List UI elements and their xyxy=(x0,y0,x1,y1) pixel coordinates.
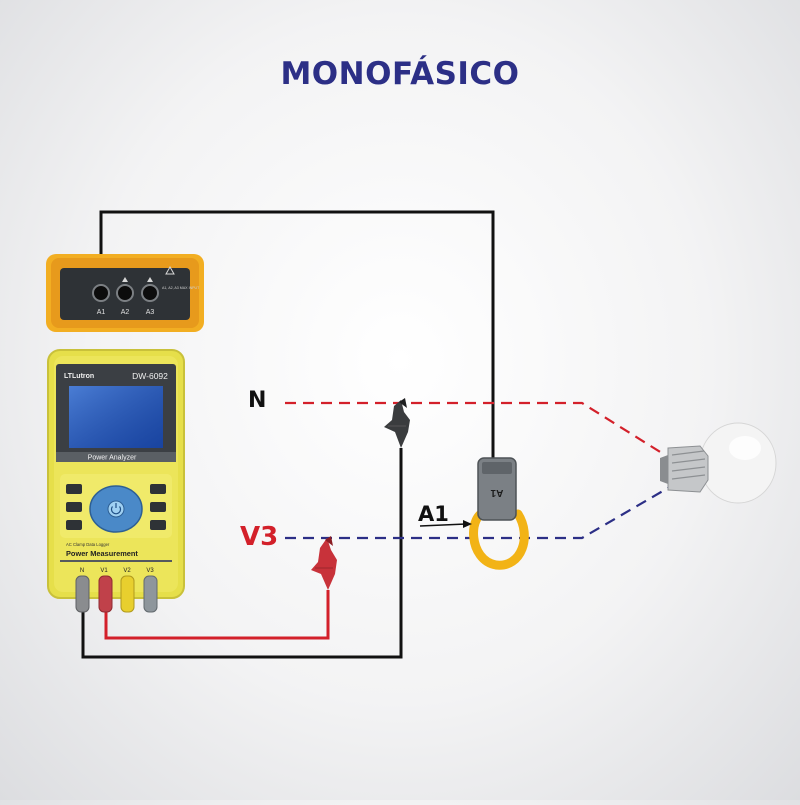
red-lead-v1-to-clip xyxy=(104,590,330,640)
body-caption: Power Measurement xyxy=(66,549,138,558)
plug-n[interactable] xyxy=(75,575,90,613)
terminal-label-v2: V2 xyxy=(123,568,131,574)
neutral-label: N xyxy=(248,388,267,413)
a3-arrow-icon xyxy=(147,277,153,282)
light-bulb xyxy=(660,422,777,504)
current-input-module: A1 A2 A3 A1, A2, A3 MAX INPUT xyxy=(46,254,204,332)
module-label-a1: A1 xyxy=(97,309,106,316)
terminal-label-n: N xyxy=(80,568,84,574)
a3-socket[interactable] xyxy=(141,284,159,302)
left-bottom-button[interactable] xyxy=(66,520,82,530)
clamp-arrow-icon xyxy=(419,520,472,528)
a2-arrow-icon xyxy=(122,277,128,282)
black-lead-n-to-clip xyxy=(81,448,403,659)
neutral-alligator-clip[interactable] xyxy=(384,398,410,448)
a2-socket[interactable] xyxy=(116,284,134,302)
module-label-a3: A3 xyxy=(146,309,155,316)
power-icon xyxy=(110,503,122,515)
diagram-title: MONOFÁSICO xyxy=(280,56,520,92)
left-top-button[interactable] xyxy=(66,502,82,512)
series-caption: AC Clamp Data Logger xyxy=(66,542,110,547)
module-label-a2: A2 xyxy=(121,309,130,316)
power-analyzer-meter: LTLutron DW-6092 Power Analyzer AC Clamp… xyxy=(47,349,185,599)
meter-brand: LTLutron xyxy=(64,373,94,380)
a1-socket[interactable] xyxy=(92,284,110,302)
clamp-body-label: A1 xyxy=(490,487,503,498)
clamp-label: A1 xyxy=(418,502,449,526)
voltage-label: V3 xyxy=(240,522,279,552)
plug-v1[interactable] xyxy=(98,575,113,613)
right-top-button[interactable] xyxy=(150,484,166,494)
terminal-label-v3: V3 xyxy=(146,568,154,574)
black-lead-a1-to-clamp xyxy=(99,210,495,462)
meter-model: DW-6092 xyxy=(132,371,168,381)
warning-icon xyxy=(165,265,175,275)
neutral-wire xyxy=(285,401,666,456)
power-button[interactable] xyxy=(107,500,125,518)
line-wire xyxy=(285,487,669,540)
right-mid-button[interactable] xyxy=(150,502,166,512)
current-clamp-a1[interactable]: A1 xyxy=(469,457,529,570)
test-lead-plugs xyxy=(75,575,158,613)
right-bottom-button[interactable] xyxy=(150,520,166,530)
screen-caption: Power Analyzer xyxy=(88,455,137,462)
plug-v2[interactable] xyxy=(120,575,135,613)
voltage-alligator-clip[interactable] xyxy=(311,536,337,590)
plug-v3[interactable] xyxy=(143,575,158,613)
module-max-input-note: A1, A2, A3 MAX INPUT xyxy=(162,286,200,290)
hold-button[interactable] xyxy=(66,484,82,494)
terminal-label-v1: V1 xyxy=(100,568,108,574)
